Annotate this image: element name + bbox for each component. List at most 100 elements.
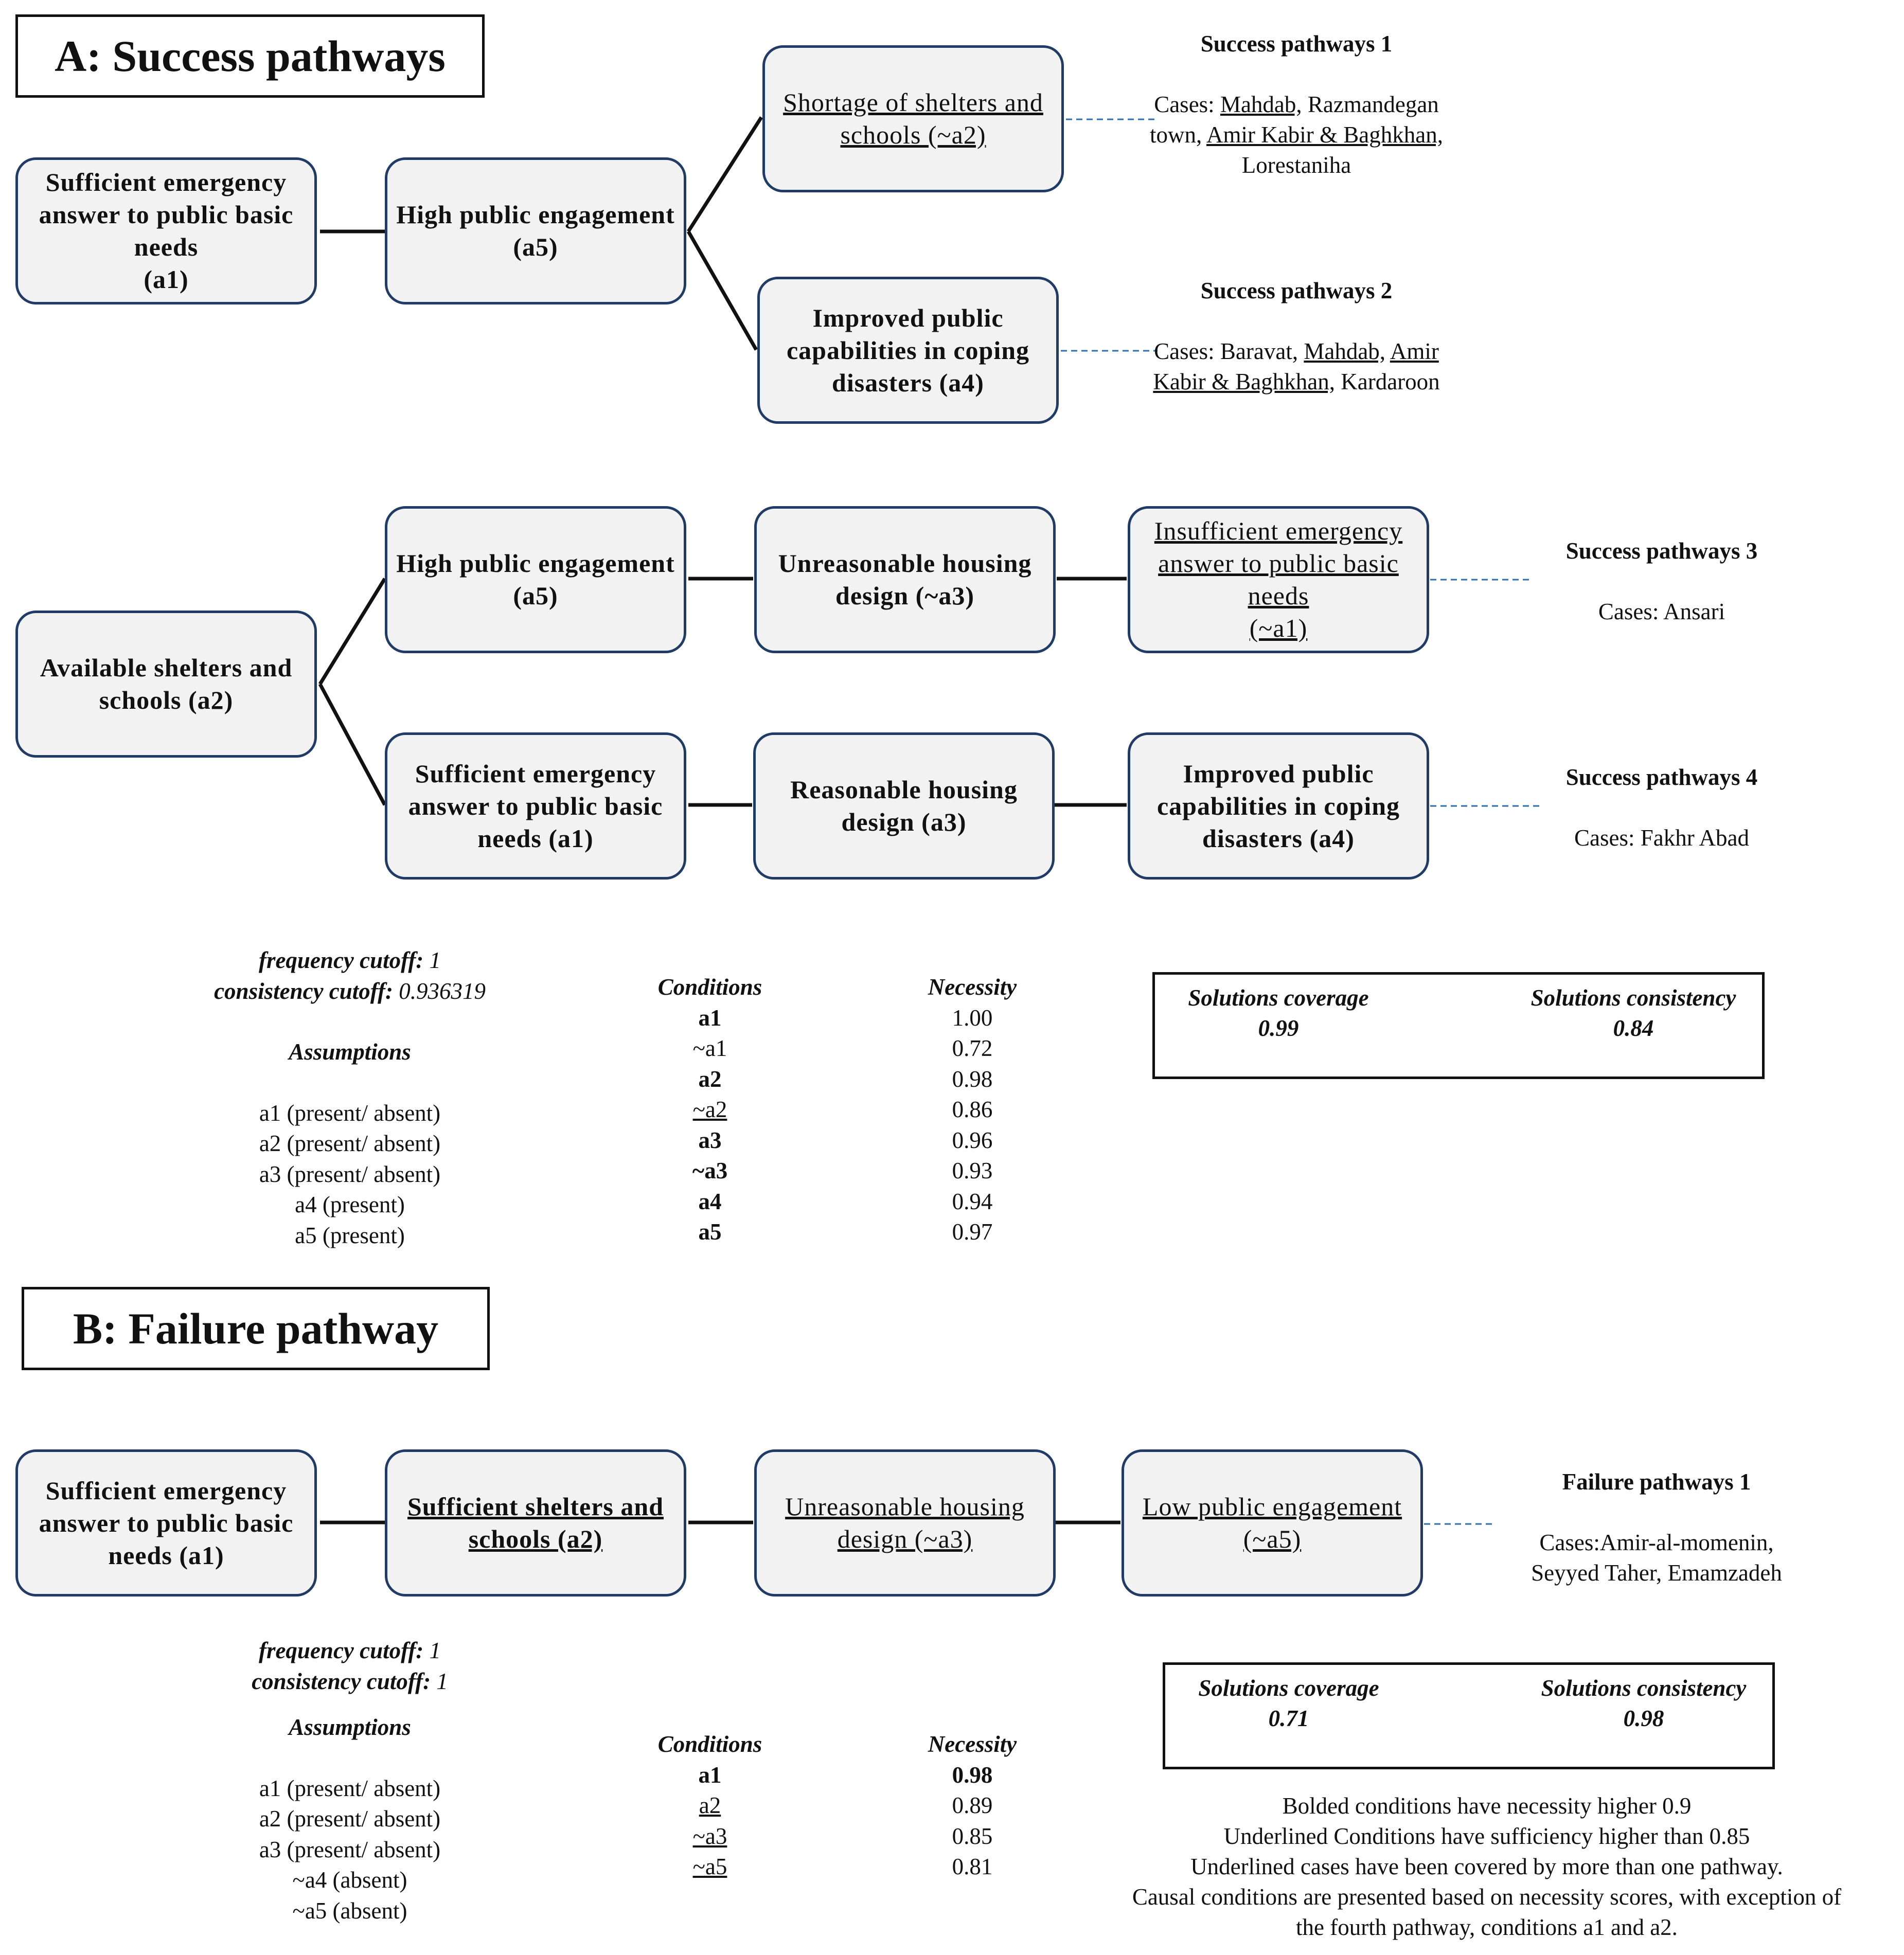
a-necessity-header: Necessity bbox=[928, 974, 1017, 1000]
node-label-line: Shortage of shelters and bbox=[783, 88, 1043, 117]
failure-pathway-1-cases-line1: Cases:Amir-al-momenin, bbox=[1539, 1530, 1774, 1555]
failure-pathway-1-cases-line2: Seyyed Taher, Emamzadeh bbox=[1531, 1560, 1782, 1586]
node-a-sufficient-emergency-a1-row2: Sufficient emergency answer to public bas… bbox=[385, 732, 686, 880]
case-name: Razmandegan town, bbox=[1150, 92, 1439, 148]
node-label-line: needs bbox=[1248, 581, 1309, 610]
node-label-line: schools (a2) bbox=[468, 1524, 603, 1553]
node-label-line: needs (a1) bbox=[477, 823, 594, 853]
condition-cell: a2 bbox=[698, 1066, 722, 1092]
node-label-line: (a1) bbox=[144, 265, 189, 294]
cases-prefix: Cases: bbox=[1154, 92, 1220, 117]
node-label-line: answer to public basic bbox=[39, 200, 294, 229]
node-label-line: capabilities in coping bbox=[1156, 791, 1400, 820]
b-assumptions-list: a1 (present/ absent) a2 (present/ absent)… bbox=[170, 1773, 530, 1927]
necessity-cell: 0.93 bbox=[952, 1158, 993, 1183]
case-name: Kardaroon bbox=[1341, 369, 1440, 394]
node-label-line: Sufficient shelters and bbox=[407, 1492, 664, 1521]
necessity-cell: 0.98 bbox=[952, 1762, 993, 1788]
node-label-line: (a5) bbox=[513, 232, 558, 261]
condition-cell: ~a3 bbox=[692, 1158, 728, 1183]
section-b-title: B: Failure pathway bbox=[22, 1287, 490, 1370]
assumption-item: a2 (present/ absent) bbox=[259, 1806, 441, 1832]
pathway-2-label: Success pathways 2 Cases: Baravat, Mahda… bbox=[1132, 276, 1461, 397]
b-necessity-header: Necessity bbox=[928, 1731, 1017, 1757]
a-consistency-cutoff-label: consistency cutoff: bbox=[214, 978, 393, 1004]
node-label-line: Available shelters and bbox=[40, 653, 293, 682]
condition-cell: a1 bbox=[698, 1005, 722, 1031]
failure-pathway-1-label: Failure pathways 1 Cases:Amir-al-momenin… bbox=[1492, 1467, 1821, 1588]
node-a-high-engagement-a5-row2: High public engagement(a5) bbox=[385, 506, 686, 653]
condition-cell: a3 bbox=[698, 1127, 722, 1153]
case-name: Baravat, bbox=[1220, 338, 1298, 364]
pathway-1-heading: Success pathways 1 bbox=[1200, 31, 1393, 57]
node-label-line: Unreasonable housing bbox=[778, 549, 1032, 578]
assumption-item: a1 (present/ absent) bbox=[259, 1100, 441, 1126]
node-label-line: answer to public basic bbox=[39, 1508, 294, 1537]
node-a-sufficient-emergency-a1: Sufficient emergency answer to public bas… bbox=[15, 157, 317, 304]
node-label-line: capabilities in coping bbox=[786, 335, 1030, 365]
pathway-4-label: Success pathways 4 Cases: Fakhr Abad bbox=[1497, 762, 1826, 853]
assumption-item: a2 (present/ absent) bbox=[259, 1131, 441, 1156]
assumption-item: ~a4 (absent) bbox=[292, 1867, 407, 1893]
node-label-line: needs (a1) bbox=[108, 1540, 224, 1570]
pathway-3-cases: Cases: Ansari bbox=[1497, 597, 1826, 627]
case-name: Amir Kabir & Baghkhan, bbox=[1206, 122, 1443, 148]
node-b-sufficient-shelters-a2: Sufficient shelters and schools (a2) bbox=[385, 1449, 686, 1597]
node-label-line: Low public engagement bbox=[1142, 1492, 1402, 1521]
condition-cell: ~a5 bbox=[692, 1854, 727, 1879]
a-consistency-cutoff-value: 0.936319 bbox=[399, 978, 486, 1004]
note-line: Underlined Conditions have sufficiency h… bbox=[1223, 1823, 1750, 1849]
case-name: Lorestaniha bbox=[1241, 152, 1351, 178]
condition-cell: a4 bbox=[698, 1188, 722, 1214]
node-label-line: answer to public basic bbox=[1158, 549, 1399, 578]
b-cutoffs: frequency cutoff: 1 consistency cutoff: … bbox=[170, 1636, 530, 1926]
node-label-line: Improved public bbox=[812, 303, 1004, 332]
node-label-line: (~a5) bbox=[1243, 1524, 1302, 1553]
node-a-high-engagement-a5: High public engagement(a5) bbox=[385, 157, 686, 304]
necessity-cell: 0.96 bbox=[952, 1127, 993, 1153]
assumption-item: a3 (present/ absent) bbox=[259, 1161, 441, 1187]
node-label-line: Sufficient emergency bbox=[415, 759, 656, 788]
a-solutions-consistency-label: Solutions consistency bbox=[1531, 985, 1736, 1011]
node-label-line: Insufficient emergency bbox=[1154, 516, 1403, 545]
node-label-line: Sufficient emergency bbox=[45, 168, 287, 196]
condition-cell: a2 bbox=[699, 1792, 721, 1818]
a-solutions-consistency-value: 0.84 bbox=[1613, 1015, 1654, 1041]
node-label-line: design (~a3) bbox=[837, 1524, 973, 1553]
node-label-line: design (a3) bbox=[841, 808, 967, 836]
b-solutions-consistency-label: Solutions consistency bbox=[1541, 1675, 1747, 1701]
pathway-4-heading: Success pathways 4 bbox=[1565, 764, 1758, 790]
case-name: Ansari bbox=[1663, 599, 1725, 624]
node-label-line: answer to public basic bbox=[408, 791, 663, 820]
necessity-cell: 0.72 bbox=[952, 1035, 993, 1061]
node-label-line: needs bbox=[134, 232, 199, 261]
connector-a5-shortage bbox=[687, 116, 763, 232]
pathway-3-heading: Success pathways 3 bbox=[1565, 538, 1758, 564]
failure-pathway-1-heading: Failure pathways 1 bbox=[1562, 1469, 1751, 1495]
b-solutions-coverage-label: Solutions coverage bbox=[1198, 1675, 1379, 1701]
b-consistency-cutoff-value: 1 bbox=[436, 1668, 448, 1694]
a-assumptions-label: Assumptions bbox=[289, 1039, 411, 1065]
condition-cell: ~a3 bbox=[692, 1823, 727, 1849]
case-name: Mahdab, bbox=[1304, 338, 1386, 364]
a-conditions-header: Conditions bbox=[657, 974, 762, 1000]
node-label-line: schools (a2) bbox=[99, 686, 234, 714]
a-solutions-coverage-label: Solutions coverage bbox=[1188, 985, 1369, 1011]
cases-prefix: Cases: bbox=[1574, 825, 1641, 851]
b-solutions-consistency-value: 0.98 bbox=[1623, 1706, 1664, 1731]
pathway-1-label: Success pathways 1 Cases: Mahdab, Razman… bbox=[1132, 29, 1461, 181]
assumption-item: a1 (present/ absent) bbox=[259, 1775, 441, 1801]
pathway-2-cases: Cases: Baravat, Mahdab, Amir Kabir & Bag… bbox=[1132, 336, 1461, 397]
node-a-insufficient-emergency-a1neg: Insufficient emergency answer to public b… bbox=[1128, 506, 1429, 653]
node-label-line: disasters (a4) bbox=[832, 368, 984, 397]
assumption-item: a5 (present) bbox=[295, 1222, 405, 1248]
